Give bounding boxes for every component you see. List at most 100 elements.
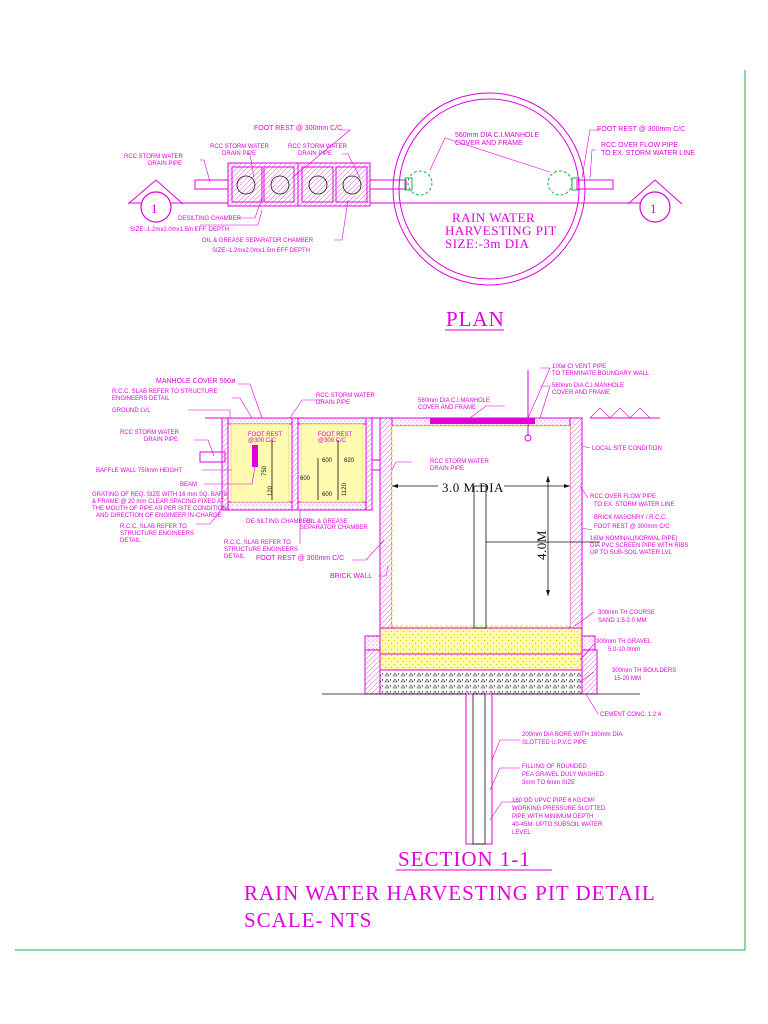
section-marker-left-label: 1 [151, 201, 158, 216]
plan-pit-label-3: SIZE:-3m DIA [445, 236, 529, 251]
label-ground-lvl: GROUND LVL [112, 408, 151, 414]
section-view: 750 120 1120 600 620 600 600 FOOT REST @… [92, 364, 688, 871]
label-filling-3: 3mm TO 6mm SIZE [522, 780, 575, 786]
svg-text:560mm DIA C.I.MANHOLE: 560mm DIA C.I.MANHOLE [455, 132, 539, 139]
label-beam: BEAM [180, 482, 197, 488]
label-sand-1: 300mm TH COURSE [598, 610, 655, 616]
label-rcc-slab-c3: DETAIL [224, 554, 245, 560]
label-grating-2: & FRAME @ 20 mm CLEAR SPACING FIXED AT [92, 499, 225, 505]
svg-text:TO EX. STORM WATER LINE: TO EX. STORM WATER LINE [601, 150, 695, 157]
plan-rcc-pipe-3b: DRAIN PIPE [298, 151, 332, 157]
dim-1200: 120 [268, 485, 274, 496]
label-rcc-slab-b3: DETAIL [120, 538, 141, 544]
drawing-title: RAIN WATER HARVESTING PIT DETAIL [244, 881, 656, 905]
plan-pit-label-1: RAIN WATER [452, 210, 535, 225]
plan-desilting-2: SIZE:-1.2mx2.0mx1.5m EFF. DEPTH [130, 227, 229, 233]
label-local-site: LOCAL SITE CONDITION [592, 446, 662, 452]
label-upvc-5: LEVEL [512, 830, 531, 836]
section-marker-right: 1 [627, 179, 683, 223]
label-rcc-slab-c2: STRUCTURE ENGINEERS [224, 547, 298, 553]
label-overflow-2: TO EX. STORM WATER LINE [594, 502, 674, 508]
oil-grease-section-2: SEPARATOR CHAMBER [300, 525, 368, 531]
svg-text:RCC OVER FLOW PIPE: RCC OVER FLOW PIPE [601, 142, 678, 149]
dim-pit-depth: 4.0M [534, 530, 549, 560]
dim-pit-diameter: 3.0 M.DIA [442, 480, 504, 495]
label-gravel-2: 5.0-10.0mm [608, 647, 640, 653]
section-marker-left: 1 [127, 179, 184, 223]
label-boulders-1: 300mm TH BOULDERS [612, 668, 676, 674]
label-rcc-slab-b1: R.C.C. SLAB REFER TO [120, 524, 187, 530]
plan-title: PLAN [446, 307, 505, 331]
plan-manhole-label-1: 560mm DIA C.I.MANHOLE [455, 132, 539, 139]
desilting-chamber-plan [227, 162, 299, 207]
label-boulders-2: 15-20 MM [614, 676, 641, 682]
label-rcc-pipe-3b: DRAIN PIPE [316, 400, 350, 406]
dim-620: 620 [344, 458, 355, 464]
label-upvc-4: 40-45M. UPTO SUBSOIL WATER [512, 822, 603, 828]
boulder-layer [379, 669, 583, 695]
plan-rcc-pipe-2b: DRAIN PIPE [222, 151, 256, 157]
label-screen-pipe-3: UP TO SUB-SOIL WATER LVL [590, 550, 673, 556]
plan-oil-grease-1: OIL & GREASE SEPARATOR CHAMBER [202, 238, 314, 244]
dim-600a: 600 [322, 458, 333, 464]
label-rcc-pipe-4a: RCC STORM WATER [430, 459, 490, 465]
label-grating-4: AND DIRECTION OF ENGINEER IN-CHARGE [96, 513, 222, 519]
label-foot-rest-left: FOOT REST @ 300mm C/C [256, 555, 344, 562]
dim-600b: 600 [300, 476, 311, 482]
plan-foot-rest-left: FOOT REST @ 300mm C/C [254, 125, 342, 132]
plan-rcc-pipe-3a: RCC STORM WATER [288, 144, 348, 150]
label-sand-2: SAND 1.5-2.0 MM [598, 618, 647, 624]
plan-foot-rest-right: FOOT REST @ 300mm C/C [597, 126, 685, 133]
label-screen-pipe-2: DIA PVC SCREEN PIPE WITH RIBS [590, 543, 688, 549]
screen-pipe [473, 485, 487, 629]
label-rcc-slab-c1: R.C.C. SLAB REFER TO [224, 540, 291, 546]
plan-manhole-label-2: COVER AND FRAME [455, 140, 523, 147]
gravel-layer [379, 653, 583, 671]
dim-750: 750 [262, 465, 268, 476]
label-manhole-l1: 560mm DIA C.I.MANHOLE [418, 398, 490, 404]
label-grating-3: THE MOUTH OF PIPE AS PER SITE CONDITION [92, 506, 227, 512]
label-baffle: BAFFLE WALL 750mm HEIGHT [96, 468, 183, 474]
label-grating-1: GRATING OF REQ. SIZE WITH 16 mm SQ. BARS [92, 492, 227, 498]
plan-pit-label-2: HARVESTING PIT [445, 223, 557, 238]
dim-600c: 600 [322, 492, 333, 498]
plan-oil-grease-2: SIZE:-1.2mx2.0mx1.5m EFF DEPTH [212, 248, 310, 254]
label-rcc-pipe-4b: DRAIN PIPE [430, 466, 464, 472]
plan-rcc-pipe-2a: RCC STORM WATER [210, 144, 270, 150]
label-manhole-r2: COVER AND FRAME [552, 390, 610, 396]
sand-layer [379, 627, 583, 655]
plan-desilting-1: DESILTING CHAMBER [178, 216, 242, 222]
label-rcc-pipe-3a: RCC STORM WATER [316, 393, 376, 399]
label-screen-pipe-1: 160ø NOMINAL(NORMAL PIPE) [590, 536, 677, 542]
section-marker-right-label: 1 [650, 201, 657, 216]
desilting-section: DE-SILTING CHAMBER [246, 519, 312, 525]
plan-rcc-pipe-1b: DRAIN PIPE [148, 161, 182, 167]
label-gravel-1: 300mm TH GRAVEL [596, 639, 652, 645]
label-rcc-slab-b2: STRUCTURE ENGINEERS [120, 531, 194, 537]
label-foot-rest-right: FOOT REST @ 300mm C/C [594, 524, 670, 530]
plan-rcc-pipe-1a: RCC STORM WATER [124, 154, 184, 160]
label-cement: CEMENT CONC. 1:2:4 [600, 712, 662, 718]
label-filling-1: FILLING OF ROUNDED [522, 764, 587, 770]
foot-rest-small-1b: @300 C/C [248, 438, 277, 444]
plan-view: 1 1 [124, 92, 695, 331]
label-vent-2: TO TERMINATE BOUNDARY WALL [552, 371, 650, 377]
label-rcc-pipe-1: RCC STORM WATER [120, 430, 180, 436]
foot-rest-small-1a: FOOT REST [248, 432, 283, 438]
label-manhole-r1: 560mm DIA C.I.MANHOLE [552, 383, 624, 389]
label-bore-2: SLOTTED U.P.V.C PIPE [522, 740, 587, 746]
plan-overflow-label-2: TO EX. STORM WATER LINE [601, 150, 695, 157]
drawing-scale: SCALE- NTS [244, 908, 372, 932]
section-title: SECTION 1-1 [398, 847, 531, 871]
label-filling-2: PEA GRAVEL DULY WASHED [522, 772, 605, 778]
oil-grease-chamber-plan [297, 162, 371, 207]
label-rcc-pipe-2: DRAIN PIPE [144, 437, 178, 443]
foot-rest-small-2b: @300 C/C [318, 438, 347, 444]
pit-wall-left [379, 417, 393, 637]
plan-overflow-label-1: RCC OVER FLOW PIPE [601, 142, 678, 149]
foot-rest-small-2a: FOOT REST [318, 432, 353, 438]
label-vent-1: 100ø CI VENT PIPE [552, 364, 606, 370]
label-upvc-2: WORKING PRESSURE SLOTTED [512, 806, 606, 812]
oil-grease-section-1: OIL & GREASE [306, 519, 348, 525]
svg-text:COVER AND FRAME: COVER AND FRAME [455, 140, 523, 147]
